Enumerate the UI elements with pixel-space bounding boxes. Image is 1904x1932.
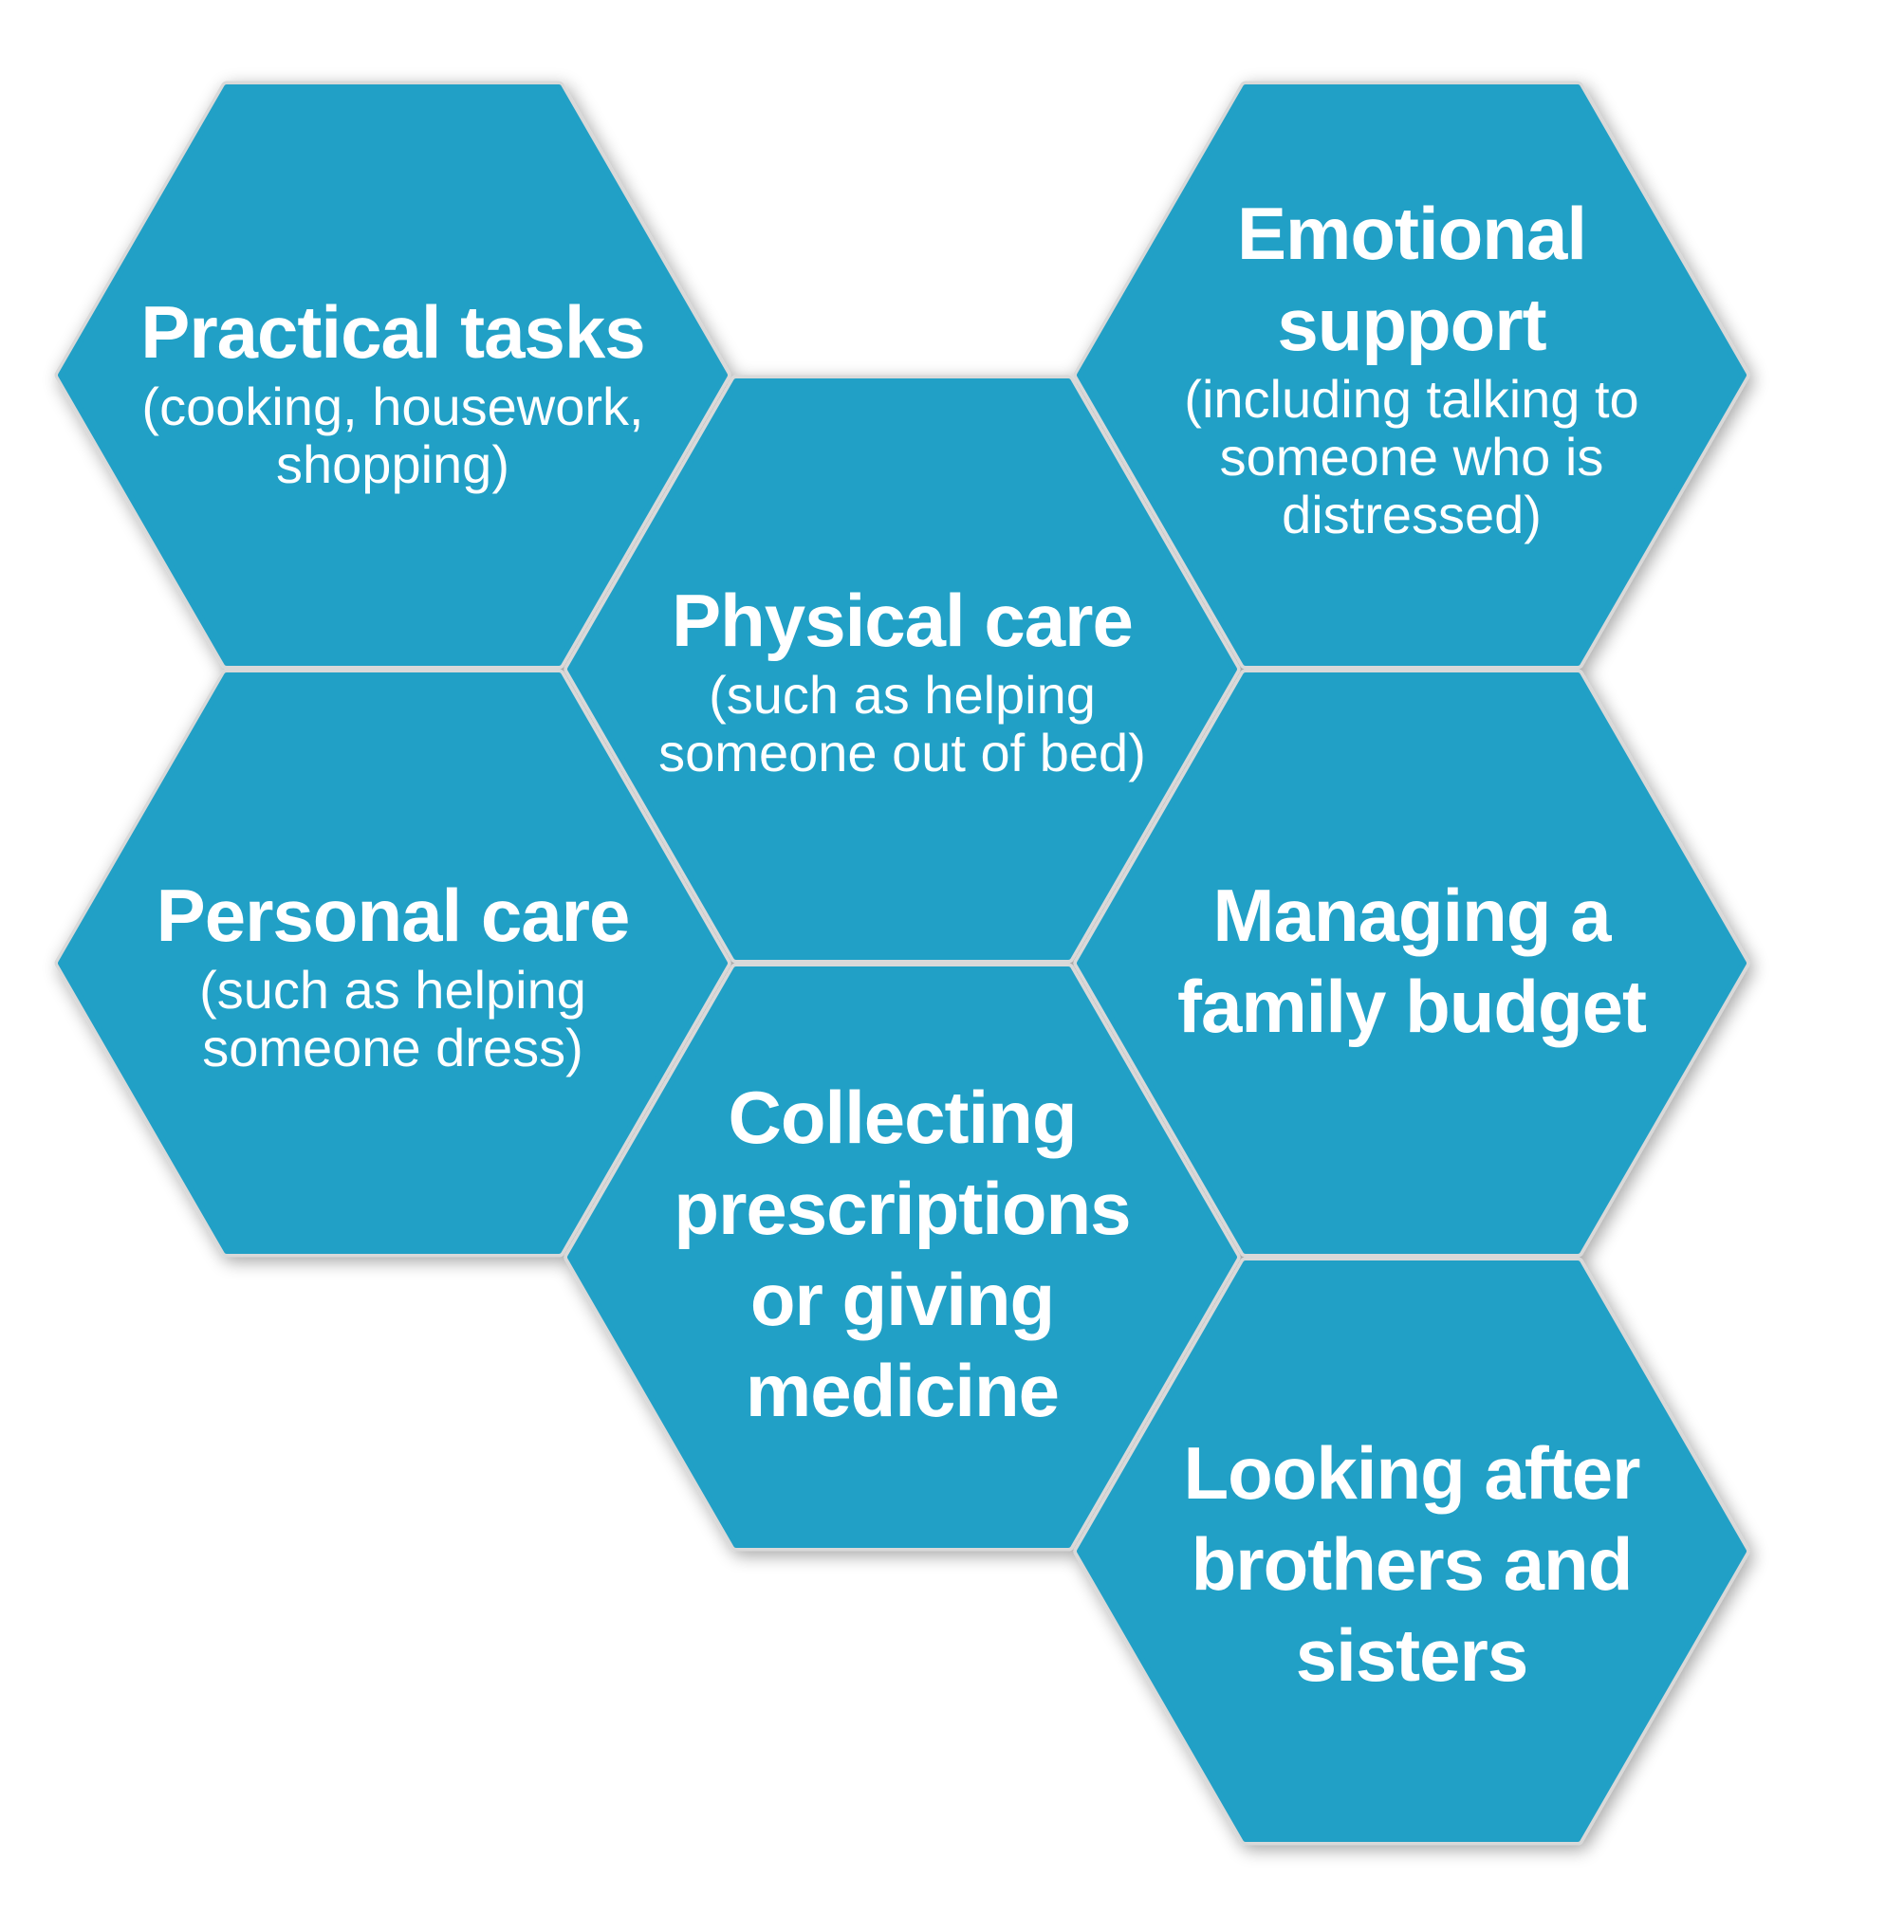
hexagon-title: Personal care: [156, 874, 631, 957]
hexagon-shape-practical: [58, 84, 728, 666]
hexagon-personal-care: Personal care (such as helping someone d…: [61, 870, 725, 1076]
hexagon-title: brothers and: [1191, 1522, 1634, 1606]
hexagon-shape-managing: [1077, 672, 1747, 1254]
hexagon-title: Practical tasks: [140, 290, 645, 374]
hexagon-practical-tasks: Practical tasks (cooking, housework, sho…: [61, 286, 725, 493]
hexagon-title: sisters: [1295, 1613, 1529, 1697]
hexagon-title: Emotional: [1236, 192, 1587, 275]
hexagon-shape-physical: [567, 378, 1237, 960]
hexagon-subtitle: someone dress): [202, 1018, 583, 1077]
hexagon-subtitle: (cooking, housework,: [141, 377, 644, 436]
hexagon-shape-looking: [1077, 1260, 1747, 1842]
hexagon-shape-emotional: [1077, 84, 1747, 666]
hexagon-subtitle: distressed): [1282, 485, 1542, 544]
hexagon-title: support: [1277, 283, 1546, 366]
hexagon-title: medicine: [745, 1349, 1060, 1432]
hexagon-subtitle: shopping): [276, 434, 509, 494]
hexagon-physical-care: Physical care (such as helping someone o…: [570, 575, 1234, 782]
hexagon-shape-collecting: [567, 966, 1237, 1548]
hexagon-title: or giving: [749, 1258, 1055, 1341]
hexagon-title: Collecting: [728, 1076, 1077, 1159]
hexagon-title: family budget: [1176, 965, 1647, 1048]
hexagon-emotional-support: Emotional support (including talking to …: [1080, 188, 1744, 543]
hexagon-title: Physical care: [672, 579, 1134, 662]
hexagon-subtitle: (including talking to: [1184, 369, 1639, 429]
hexagon-looking-after-siblings: Looking after brothers and sisters: [1080, 1427, 1744, 1701]
hexagon-subtitle: (such as helping: [709, 665, 1096, 725]
hexagon-fill-layer: [58, 84, 1747, 1842]
hexagon-title: prescriptions: [674, 1167, 1131, 1250]
hexagon-shape-personal: [58, 672, 728, 1254]
hexagon-subtitle: someone out of bed): [658, 723, 1146, 782]
hexagon-subtitle: (such as helping: [199, 960, 586, 1020]
hexagon-collecting-prescriptions: Collecting prescriptions or giving medic…: [570, 1072, 1234, 1436]
hexagon-title: Managing a: [1212, 874, 1611, 957]
hexagon-title: Looking after: [1183, 1431, 1640, 1515]
hexagon-subtitle: someone who is: [1219, 427, 1604, 487]
hexagon-managing-budget: Managing a family budget: [1080, 870, 1744, 1052]
